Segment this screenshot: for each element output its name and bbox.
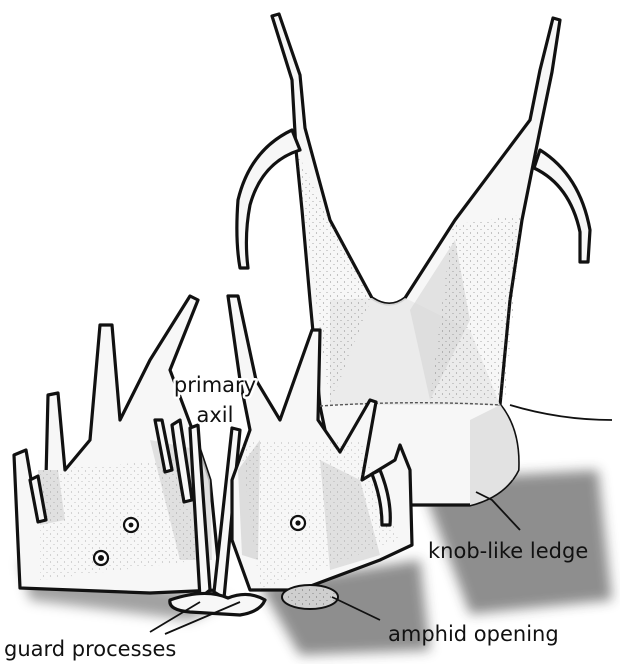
- label-guard-processes: guard processes: [4, 637, 176, 661]
- label-knob-like-ledge: knob-like ledge: [428, 539, 588, 563]
- label-primary-axil-line2: axil: [197, 403, 234, 427]
- left-lobe: [14, 296, 218, 593]
- label-primary-axil-line1: primary: [174, 373, 256, 397]
- label-amphid-opening: amphid opening: [388, 622, 559, 646]
